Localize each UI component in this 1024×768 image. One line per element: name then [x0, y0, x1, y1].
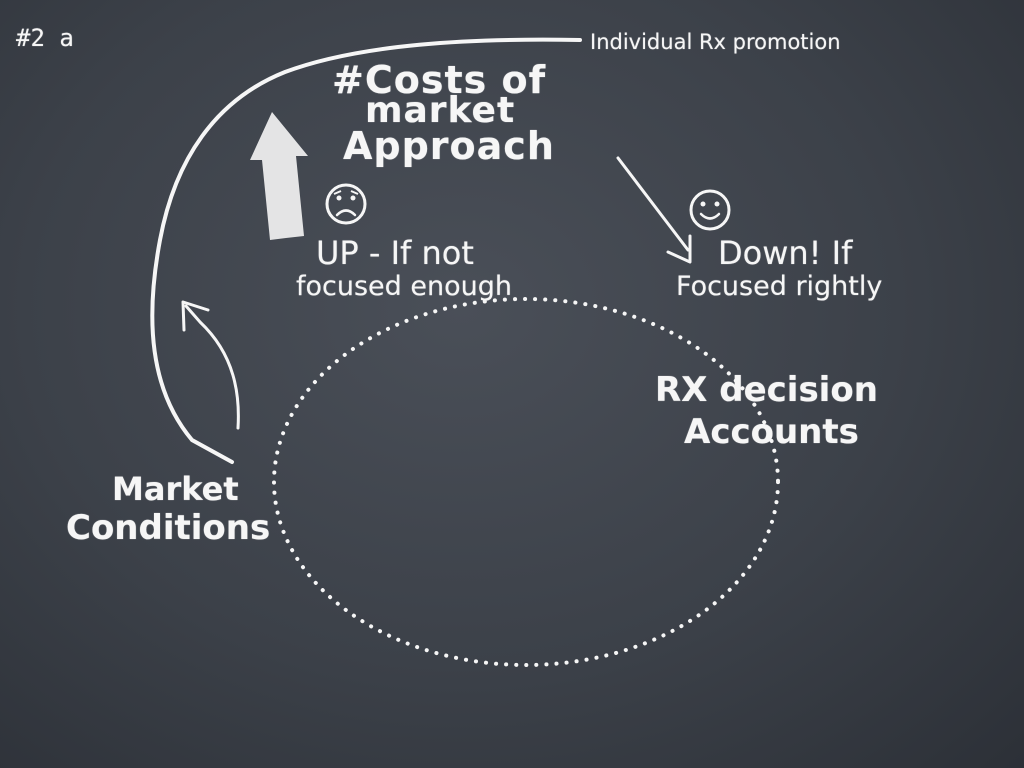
curve-line	[150, 37, 582, 464]
market-conditions-line-2: Conditions	[66, 508, 271, 548]
individual-rx-promotion-label: Individual Rx promotion	[590, 30, 841, 54]
up-arrow-icon	[250, 112, 308, 240]
rx-decision-label-line-2: Accounts	[684, 412, 859, 452]
sad-face-icon	[325, 183, 367, 225]
rx-decision-ellipse	[272, 297, 780, 667]
market-conditions-line-1: Market	[112, 470, 239, 508]
slide-number: #2 a	[16, 24, 74, 52]
up-note-line-1: UP - If not	[316, 234, 474, 272]
title-line-2: market	[365, 90, 516, 131]
down-note-line-1: Down! If	[718, 234, 853, 272]
title-line-3: Approach	[343, 124, 555, 168]
up-note-line-2: focused enough	[296, 271, 512, 302]
title-line-1: #Costs of	[332, 58, 547, 102]
small-up-arrow-icon	[181, 300, 240, 430]
rx-decision-label-line-1: RX decision	[655, 370, 878, 410]
down-arrow-icon	[616, 156, 692, 264]
smiley-face-icon	[689, 189, 731, 231]
down-note-line-2: Focused rightly	[676, 271, 883, 302]
